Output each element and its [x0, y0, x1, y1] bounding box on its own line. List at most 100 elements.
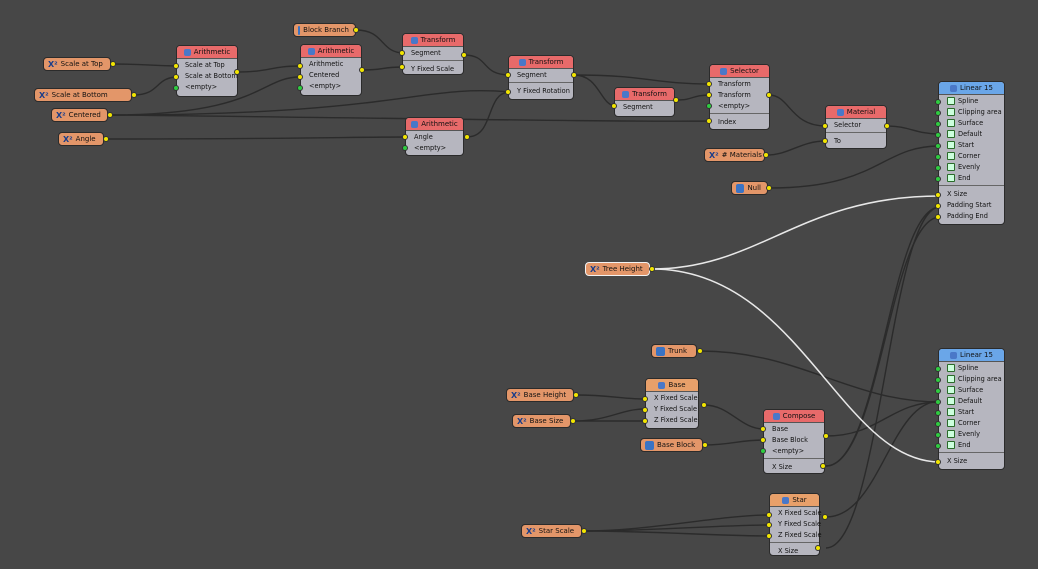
param-block-branch[interactable]: Block Branch [293, 23, 356, 37]
input-port[interactable] [297, 74, 303, 80]
node-transform-2[interactable]: Transform Segment Y Fixed Rotation [508, 55, 574, 100]
input-port[interactable] [822, 138, 828, 144]
input-port[interactable] [935, 121, 941, 127]
output-port[interactable] [823, 433, 829, 439]
input-port[interactable] [935, 443, 941, 449]
param-materials[interactable]: X²# Materials [704, 148, 765, 162]
input-port[interactable] [706, 103, 712, 109]
input-port[interactable] [935, 110, 941, 116]
output-port[interactable] [766, 185, 772, 191]
output-port[interactable] [697, 348, 703, 354]
input-port[interactable] [935, 192, 941, 198]
input-port[interactable] [642, 396, 648, 402]
input-port[interactable] [935, 377, 941, 383]
input-port[interactable] [399, 64, 405, 70]
output-port[interactable] [884, 123, 890, 129]
output-port[interactable] [581, 528, 587, 534]
input-port[interactable] [642, 418, 648, 424]
node-base[interactable]: Base X Fixed Scale Y Fixed Scale Z Fixed… [645, 378, 699, 429]
input-port[interactable] [935, 388, 941, 394]
input-port[interactable] [935, 399, 941, 405]
node-selector[interactable]: Selector Transform Transform <empty> Ind… [709, 64, 770, 130]
output-port[interactable] [131, 92, 137, 98]
input-port[interactable] [760, 426, 766, 432]
output-port[interactable] [573, 392, 579, 398]
input-port[interactable] [935, 154, 941, 160]
output-port[interactable] [822, 514, 828, 520]
input-port[interactable] [935, 214, 941, 220]
input-port[interactable] [935, 432, 941, 438]
input-port[interactable] [505, 89, 511, 95]
input-port[interactable] [297, 63, 303, 69]
input-port[interactable] [822, 123, 828, 129]
input-port[interactable] [402, 134, 408, 140]
output-port[interactable] [461, 52, 467, 58]
input-port[interactable] [766, 522, 772, 528]
node-arithmetic-1[interactable]: Arithmetic Scale at Top Scale at Bottom … [176, 45, 238, 97]
input-port[interactable] [935, 176, 941, 182]
param-trunk[interactable]: Trunk [651, 344, 697, 358]
input-port[interactable] [173, 63, 179, 69]
node-arithmetic-3[interactable]: Arithmetic Angle <empty> [405, 117, 464, 156]
input-port[interactable] [935, 203, 941, 209]
node-compose[interactable]: Compose Base Base Block <empty> X Size [763, 409, 825, 474]
input-port[interactable] [642, 407, 648, 413]
node-transform-1[interactable]: Transform Segment Y Fixed Scale [402, 33, 464, 75]
input-port[interactable] [173, 74, 179, 80]
input-port[interactable] [935, 410, 941, 416]
input-port[interactable] [760, 437, 766, 443]
output-port[interactable] [234, 69, 240, 75]
node-material[interactable]: Material Selector To [825, 105, 887, 149]
node-arithmetic-2[interactable]: Arithmetic Arithmetic Centered <empty> [300, 44, 362, 96]
output-port[interactable] [763, 152, 769, 158]
input-port[interactable] [766, 512, 772, 518]
output-port[interactable] [570, 418, 576, 424]
input-port[interactable] [935, 165, 941, 171]
output-port[interactable] [673, 97, 679, 103]
output-port[interactable] [103, 136, 109, 142]
input-port[interactable] [935, 132, 941, 138]
output-port[interactable] [701, 402, 707, 408]
input-port[interactable] [935, 459, 941, 465]
input-port[interactable] [935, 99, 941, 105]
input-port[interactable] [935, 421, 941, 427]
output-port[interactable] [107, 112, 113, 118]
param-null[interactable]: Null [731, 181, 768, 195]
output-port[interactable] [464, 134, 470, 140]
input-port[interactable] [935, 366, 941, 372]
output-port[interactable] [766, 92, 772, 98]
output-port[interactable] [571, 72, 577, 78]
input-port[interactable] [706, 92, 712, 98]
param-base-block[interactable]: Base Block [640, 438, 703, 452]
input-port[interactable] [820, 463, 826, 469]
output-port[interactable] [702, 442, 708, 448]
output-port[interactable] [353, 27, 359, 33]
input-port[interactable] [766, 533, 772, 539]
input-port[interactable] [815, 545, 821, 551]
input-port[interactable] [760, 448, 766, 454]
node-linear-15-top[interactable]: Linear 15 Spline Clipping area Surface D… [938, 81, 1005, 225]
input-port[interactable] [173, 85, 179, 91]
input-port[interactable] [297, 85, 303, 91]
input-port[interactable] [611, 103, 617, 109]
input-port[interactable] [706, 118, 712, 124]
output-port[interactable] [359, 67, 365, 73]
input-port[interactable] [505, 72, 511, 78]
node-star[interactable]: Star X Fixed Scale Y Fixed Scale Z Fixed… [769, 493, 822, 556]
input-port[interactable] [935, 143, 941, 149]
input-port[interactable] [399, 50, 405, 56]
input-port[interactable] [706, 81, 712, 87]
output-port[interactable] [649, 266, 655, 272]
node-transform-3[interactable]: Transform Segment [614, 87, 675, 117]
output-port[interactable] [110, 61, 116, 67]
node-linear-15-bottom[interactable]: Linear 15 Spline Clipping area Surface D… [938, 348, 1005, 470]
input-port[interactable] [402, 145, 408, 151]
